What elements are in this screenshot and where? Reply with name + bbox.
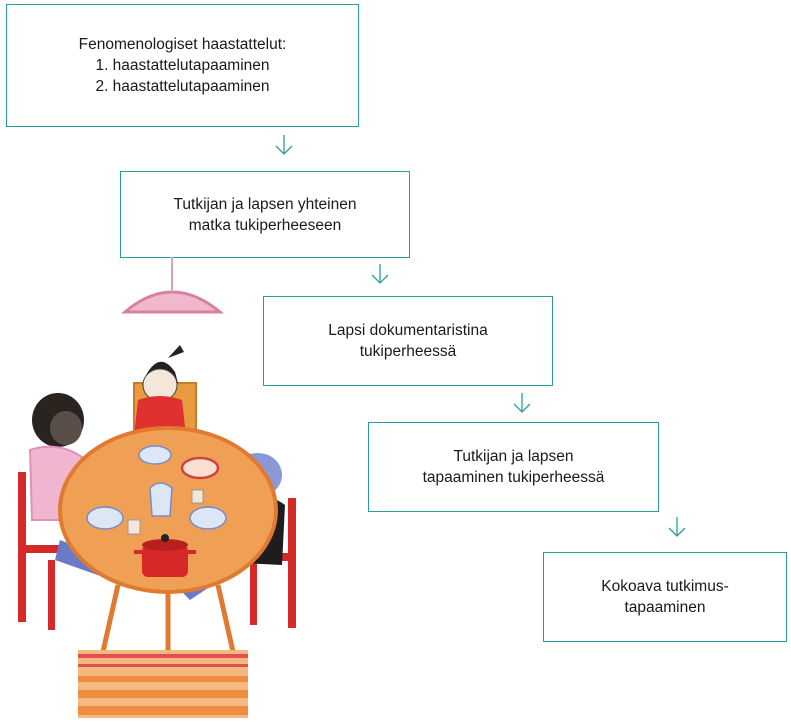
step-2-line-1: Tutkijan ja lapsen yhteinen <box>173 195 357 213</box>
step-3-line-2: tukiperheessä <box>359 343 457 360</box>
step-1-line-2: 1. haastattelutapaaminen <box>95 57 270 74</box>
step-4-line-2: tapaaminen tukiperheessä <box>422 469 605 486</box>
chevron-down-arrow-icon <box>371 264 389 284</box>
family-dinner-table-illustration <box>18 257 296 718</box>
step-5-line-2: tapaaminen <box>624 599 706 616</box>
chevron-down-arrow-icon <box>668 517 686 537</box>
step-box-summary-meeting: Kokoava tutkimus- tapaaminen <box>543 552 787 642</box>
step-1-line-1: Fenomenologiset haastattelut: <box>78 36 287 53</box>
chevron-down-arrow-icon <box>513 393 531 413</box>
chevron-down-arrow-icon <box>275 135 293 155</box>
step-5-line-1: Kokoava tutkimus- <box>601 578 729 595</box>
step-1-line-3: 2. haastattelutapaaminen <box>95 78 270 95</box>
step-box-phenomenological-interviews: Fenomenologiset haastattelut: 1. haastat… <box>6 4 359 127</box>
step-box-journey-to-support-family: Tutkijan ja lapsen yhteinen matka tukipe… <box>120 171 410 258</box>
step-box-child-as-documentarist: Lapsi dokumentaristina tukiperheessä <box>263 296 553 386</box>
step-2-line-2: matka tukiperheeseen <box>188 216 342 234</box>
step-3-line-1: Lapsi dokumentaristina <box>328 322 488 339</box>
step-4-line-1: Tutkijan ja lapsen <box>453 448 574 465</box>
step-box-meeting-in-support-family: Tutkijan ja lapsen tapaaminen tukiperhee… <box>368 422 659 512</box>
